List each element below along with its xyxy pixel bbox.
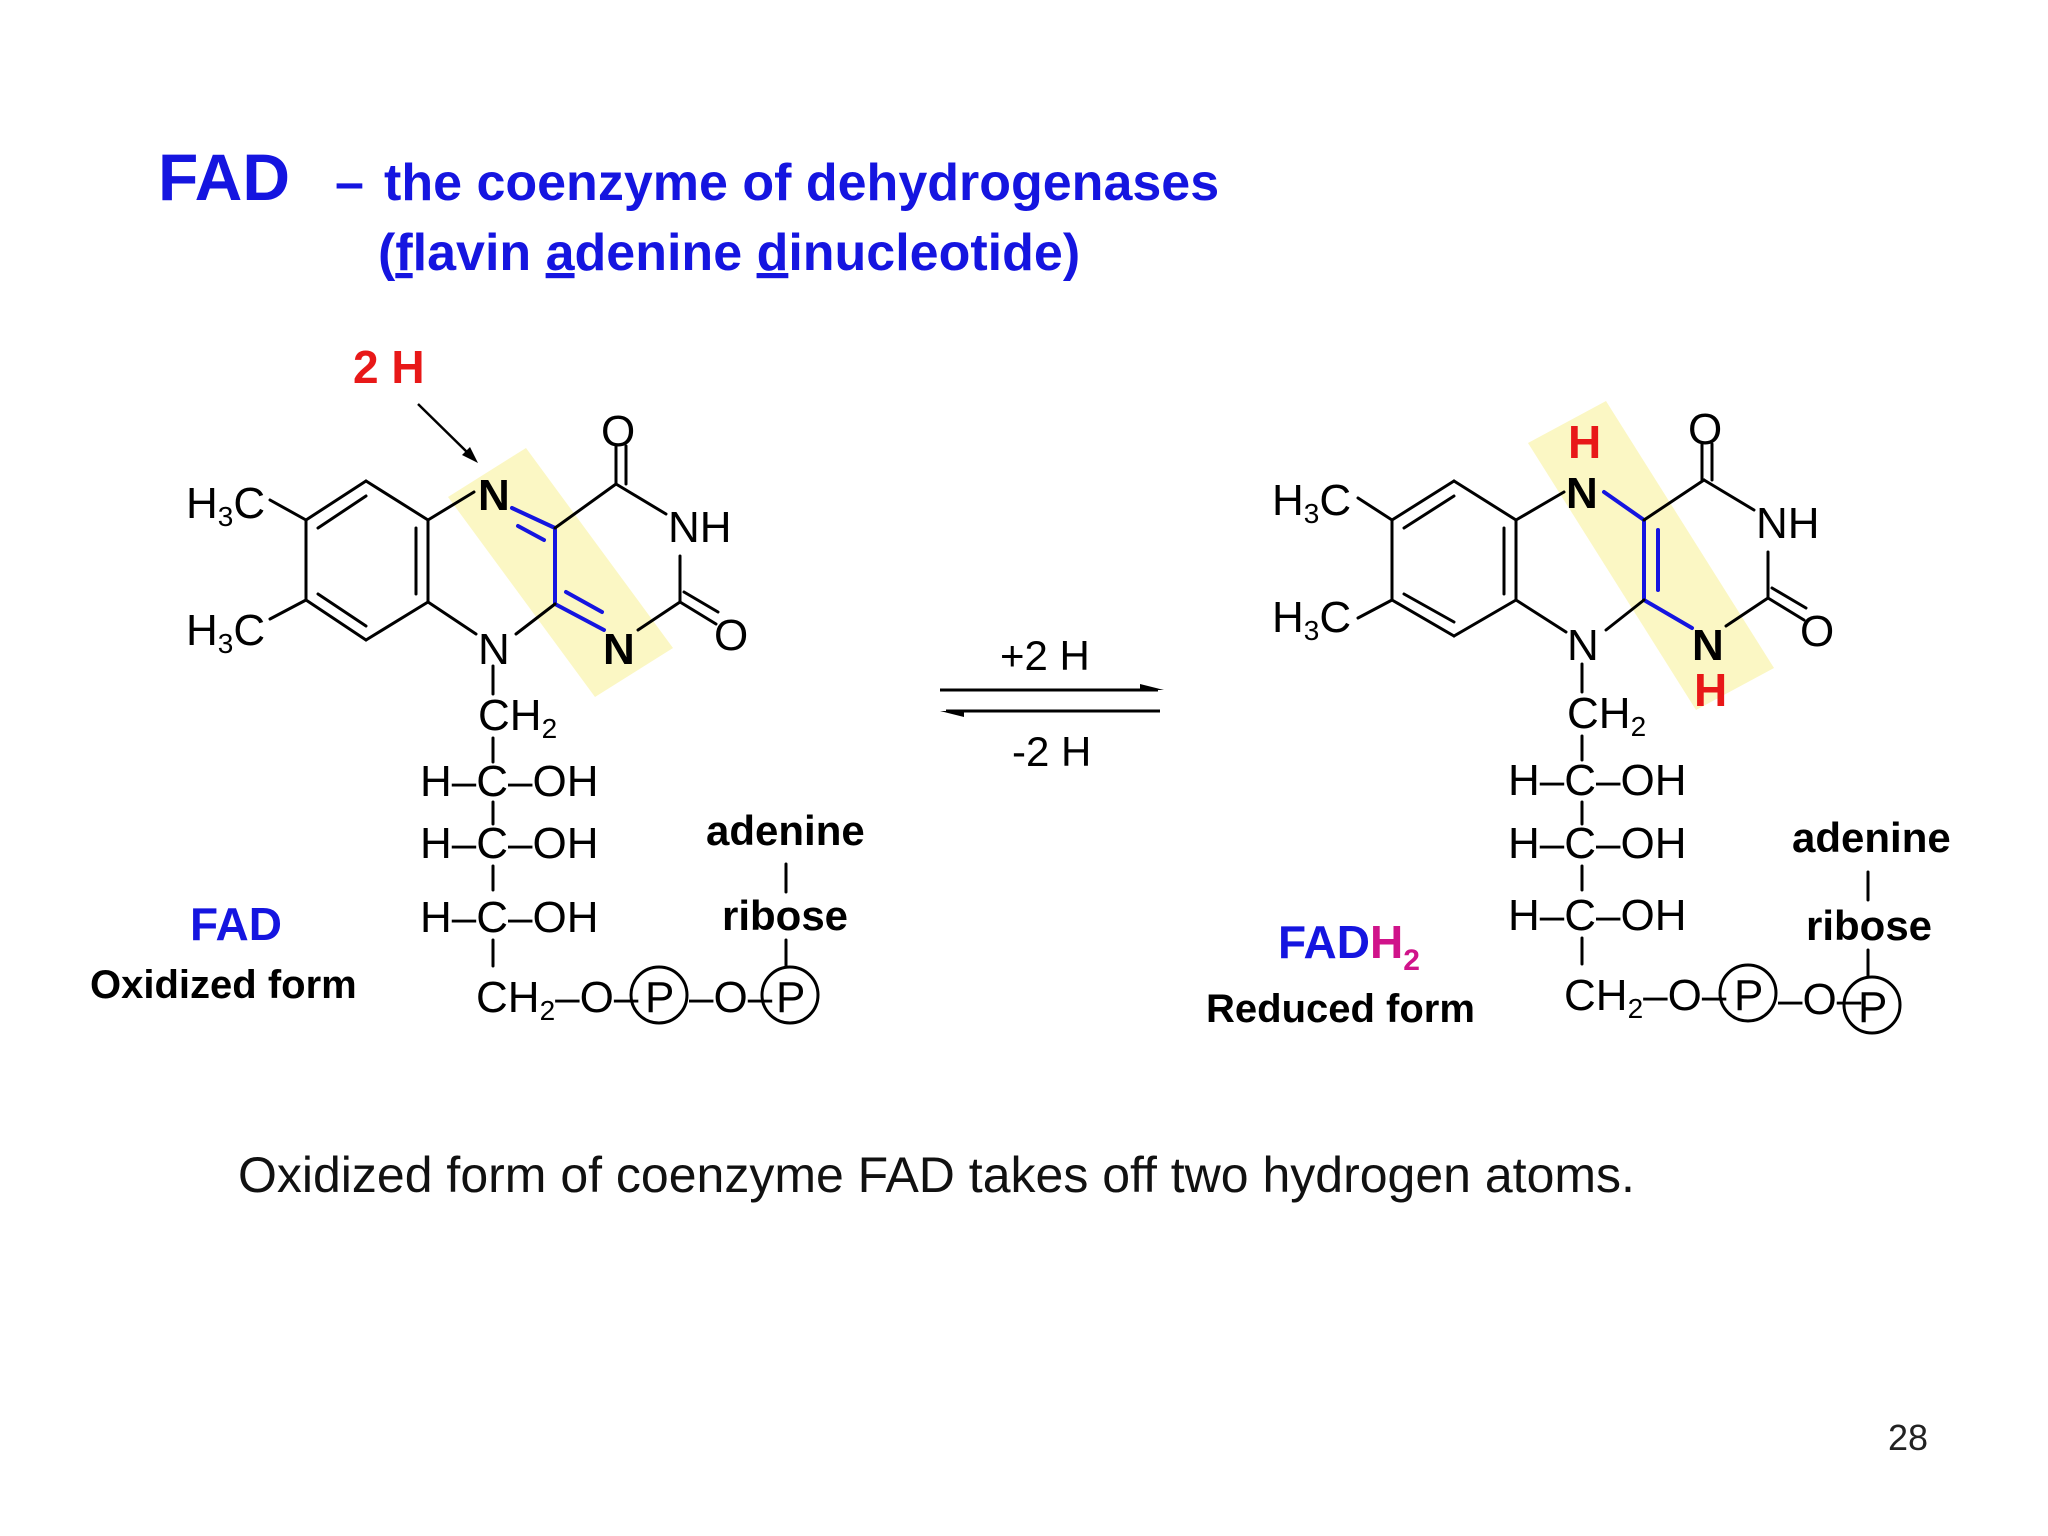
phosphate-circle-2-r: [1842, 975, 1902, 1035]
adenine-label: adenine: [706, 807, 865, 854]
fad-oxidized-structure: 2 H H3C H3C: [90, 341, 865, 1026]
page-number: 28: [1888, 1417, 1928, 1458]
methyl-bond-lower: [268, 598, 308, 621]
title-fad: FAD: [158, 140, 290, 214]
title-dash: –: [335, 154, 364, 212]
phosphate-2-r: P: [1858, 983, 1887, 1032]
arrow-head: [462, 447, 478, 463]
reverse-arrowhead: [940, 711, 964, 717]
title-expansion: (flavin adenine dinucleotide): [378, 224, 1080, 282]
atom-n10-r: N: [1567, 621, 1599, 670]
reverse-label: -2 H: [1012, 728, 1091, 775]
atom-nh3: NH: [668, 503, 732, 552]
double-bond-n5-c4a: [510, 506, 557, 530]
ribityl-chain: CH2 H–C–OH H–C–OH H–C–OH CH2–O– P –O– P …: [420, 664, 865, 1026]
chain-choh-2-r: H–C–OH: [1508, 819, 1687, 868]
chain-choh-2: H–C–OH: [420, 819, 599, 868]
atom-n1: N: [603, 625, 635, 674]
forward-arrowhead: [1140, 684, 1164, 690]
fadh2-reduced-structure: H3C H3C H N O NH O N H N CH2 H–C–OH H–C–…: [1206, 401, 1951, 1035]
chain-choh-3: H–C–OH: [420, 893, 599, 942]
atom-n1-r: N: [1692, 621, 1724, 670]
letter-a: a: [546, 224, 576, 282]
letter-d: d: [757, 224, 789, 282]
phosphate-circle-1: [629, 965, 689, 1025]
slide-caption: Oxidized form of coenzyme FAD takes off …: [238, 1147, 1635, 1203]
bond-c10a-n10: [514, 602, 557, 636]
arrow-to-nitrogen: [417, 403, 471, 456]
chain-choh-3-r: H–C–OH: [1508, 891, 1687, 940]
atom-nh3-r: NH: [1756, 499, 1820, 548]
word-denine: denine: [575, 224, 743, 282]
title-subtitle: the coenzyme of dehydrogenases: [384, 154, 1219, 212]
bond-c-n5: [426, 490, 476, 522]
bond-c4a-c4: [553, 482, 618, 530]
forward-label: +2 H: [1000, 632, 1090, 679]
phosphate-1: P: [645, 973, 674, 1022]
bond-c4-n3: [614, 482, 668, 516]
chain-ch2: CH2: [478, 691, 557, 744]
bond-n5-c4a-r: [1602, 490, 1646, 522]
added-h-n1: H: [1694, 664, 1727, 716]
chain-ch2-phosphate: CH2–O–: [476, 973, 639, 1026]
bond-c10a-n1-r: [1642, 598, 1694, 630]
word-lavin: lavin: [413, 224, 532, 282]
letter-f: f: [395, 224, 413, 282]
methyl-group-lower: H3C: [186, 606, 265, 659]
added-h-n5: H: [1568, 416, 1601, 468]
reactive-site-highlight: [448, 448, 673, 697]
atom-o2-r: O: [1800, 607, 1834, 656]
slide-title: FAD – the coenzyme of dehydrogenases (fl…: [158, 140, 1219, 282]
chain-ch2-r: CH2: [1567, 689, 1646, 742]
benzene-ring: [304, 479, 430, 642]
atom-n5: N: [478, 471, 510, 520]
atom-o2: O: [714, 611, 748, 660]
paren-close: ): [1063, 224, 1080, 282]
atom-o4-r: O: [1688, 405, 1722, 454]
ribityl-chain-r: CH2 H–C–OH H–C–OH H–C–OH CH2–O– P –O– P …: [1508, 662, 1951, 1035]
reaction-equilibrium: +2 H -2 H: [940, 632, 1164, 775]
word-inucleotide: inucleotide: [788, 224, 1062, 282]
methyl-bond-upper: [268, 498, 308, 522]
benzene-ring-reduced: [1390, 479, 1518, 638]
methyl-group-upper: H3C: [186, 479, 265, 532]
phosphate-circle-2: [760, 965, 820, 1025]
phosphate-1-r: P: [1734, 971, 1763, 1020]
atom-o4: O: [601, 407, 635, 456]
fad-label: FAD: [190, 898, 282, 950]
methyl-group-upper-r: H3C: [1272, 476, 1351, 529]
bond-c2-n1: [636, 600, 682, 632]
phosphate-2: P: [776, 973, 805, 1022]
two-h-label: 2 H: [353, 341, 425, 393]
double-bond-c2-o: [678, 600, 718, 626]
methyl-bond-lower-r: [1356, 598, 1394, 620]
paren-open: (: [378, 224, 396, 282]
ribose-label: ribose: [722, 892, 848, 939]
methyl-group-lower-r: H3C: [1272, 593, 1351, 646]
chain-choh-1: H–C–OH: [420, 757, 599, 806]
oxidized-form-label: Oxidized form: [90, 963, 357, 1007]
ribose-label-r: ribose: [1806, 902, 1932, 949]
reduced-form-label: Reduced form: [1206, 987, 1475, 1031]
bond-c-n10: [426, 600, 478, 636]
chain-choh-1-r: H–C–OH: [1508, 756, 1687, 805]
methyl-bond-upper-r: [1356, 496, 1394, 522]
atom-n5-r: N: [1566, 469, 1598, 518]
phosphate-circle-1-r: [1718, 963, 1778, 1023]
fadh2-label: FADH2: [1278, 916, 1420, 977]
chain-ch2-phosphate-r: CH2–O–: [1564, 971, 1727, 1024]
bridge-oxygen: –O–: [689, 973, 773, 1022]
reduced-site-highlight: [1528, 401, 1774, 710]
bridge-oxygen-r: –O–: [1778, 975, 1862, 1024]
double-bond-c10a-n1: [553, 602, 606, 632]
adenine-label-r: adenine: [1792, 814, 1951, 861]
